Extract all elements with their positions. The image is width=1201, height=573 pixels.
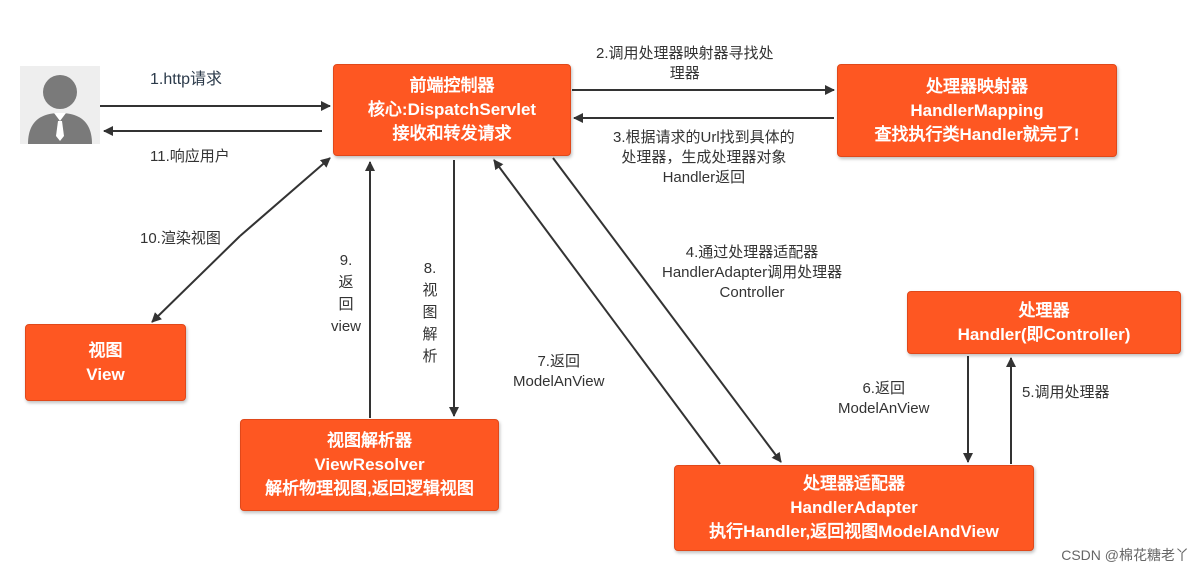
view-box: 视图 View xyxy=(25,324,186,401)
arrow-10-render-a xyxy=(239,157,331,237)
watermark: CSDN @棉花糖老丫 xyxy=(1061,547,1189,563)
step-5-label: 5.调用处理器 xyxy=(1022,384,1110,401)
step-10-label: 10.渲染视图 xyxy=(140,230,221,247)
arrow-10-render-b xyxy=(151,235,241,323)
step-9-label: 9. 返 回 view xyxy=(330,252,361,335)
step-4-label: 4.通过处理器适配器 HandlerAdapter调用处理器 Controlle… xyxy=(662,244,843,301)
step-2-label: 2.调用处理器映射器寻找处 理器 xyxy=(596,45,774,82)
handler-adapter-box: 处理器适配器 HandlerAdapter 执行Handler,返回视图Mode… xyxy=(674,465,1034,551)
step-11-label: 11.响应用户 xyxy=(150,148,230,165)
step-6-label: 6.返回 ModelAnView xyxy=(838,380,930,417)
handler-mapping-box: 处理器映射器 HandlerMapping 查找执行类Handler就完了! xyxy=(837,64,1117,157)
front-controller-box: 前端控制器 核心:DispatchServlet 接收和转发请求 xyxy=(333,64,571,156)
step-8-label: 8. 视 图 解 析 xyxy=(422,260,438,365)
step-1-label: 1.http请求 xyxy=(150,71,223,88)
arrow-4-to-adapter xyxy=(552,157,782,463)
step-7-label: 7.返回 ModelAnView xyxy=(513,353,605,390)
view-resolver-box: 视图解析器 ViewResolver 解析物理视图,返回逻辑视图 xyxy=(240,419,499,511)
handler-box: 处理器 Handler(即Controller) xyxy=(907,291,1181,354)
step-3-label: 3.根据请求的Url找到具体的 处理器，生成处理器对象 Handler返回 xyxy=(613,129,795,186)
user-avatar-icon xyxy=(20,66,100,144)
arrow-7-return xyxy=(493,159,721,465)
